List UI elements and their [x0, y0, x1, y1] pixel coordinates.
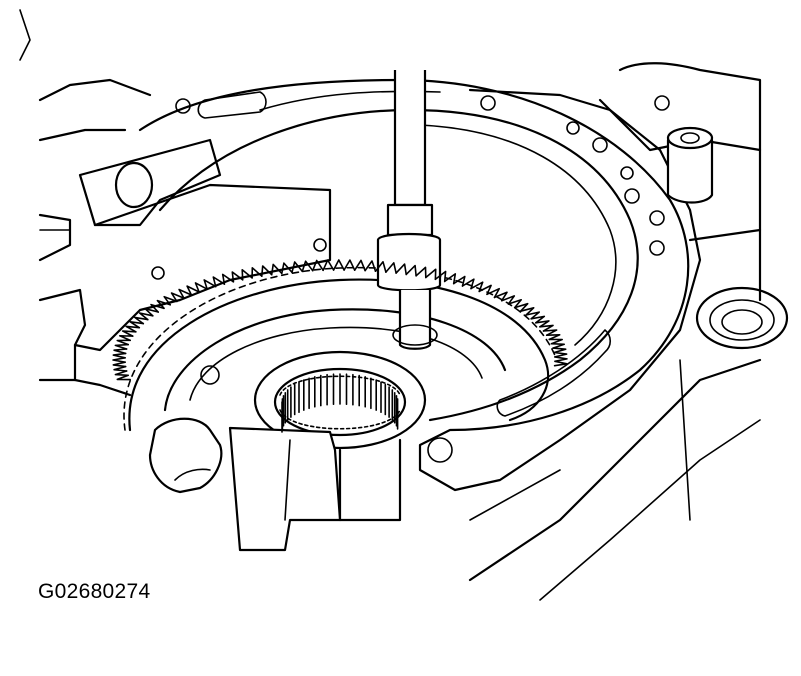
- gear-tooth: [241, 269, 253, 281]
- housing-left: [19, 9, 152, 397]
- gear-tooth: [550, 342, 565, 349]
- gear-tooth: [114, 370, 129, 377]
- gear-tooth: [552, 347, 567, 354]
- gear-tooth: [353, 259, 366, 272]
- gear-tooth: [553, 360, 568, 367]
- gear-tooth: [553, 351, 568, 358]
- gear-tooth: [332, 259, 345, 271]
- gear-tooth: [251, 267, 263, 279]
- gear-tooth: [212, 276, 226, 288]
- gear-tooth: [178, 288, 193, 299]
- gear-tooth: [452, 275, 466, 287]
- gear-tooth: [542, 329, 558, 336]
- gear-tooth: [545, 334, 561, 341]
- gear-tooth: [461, 278, 475, 290]
- gear-tooth: [163, 295, 178, 306]
- gear-tooth: [343, 259, 356, 271]
- gear-tooth: [405, 264, 417, 277]
- gear-tooth: [291, 261, 304, 274]
- gear-tooth: [486, 287, 500, 299]
- gear-tooth: [113, 348, 128, 355]
- hand: [148, 417, 342, 552]
- gear-tooth: [203, 279, 217, 290]
- gear-tooth: [125, 325, 141, 333]
- gear-tooth: [385, 262, 397, 274]
- drift-tool: [376, 70, 442, 350]
- gear-tooth: [513, 302, 529, 312]
- gear-tooth: [221, 273, 235, 285]
- gear-tooth: [425, 268, 437, 281]
- gear-tooth: [554, 356, 568, 363]
- gear-tooth: [150, 303, 165, 313]
- gear-tooth: [500, 295, 516, 305]
- gear-tooth: [525, 311, 540, 320]
- gear-tooth: [395, 263, 407, 276]
- gear-tooth: [470, 281, 484, 293]
- housing-right: [468, 62, 762, 601]
- gear-tooth: [535, 320, 550, 328]
- gear-tooth: [301, 260, 314, 273]
- gear-tooth: [261, 265, 273, 277]
- gear-tooth: [144, 307, 159, 317]
- gear-tooth: [119, 335, 134, 342]
- gear-tooth: [281, 262, 293, 275]
- gear-tooth: [548, 338, 563, 345]
- gear-tooth: [364, 260, 377, 272]
- gear-tooth: [156, 299, 171, 310]
- gear-tooth: [443, 273, 457, 285]
- gear-tooth: [519, 307, 535, 316]
- gear-tooth: [507, 299, 522, 309]
- gear-tooth: [322, 259, 335, 272]
- gear-tooth: [415, 266, 427, 279]
- gear-tooth: [194, 282, 208, 293]
- gear-tooth: [530, 315, 546, 324]
- gear-tooth: [186, 285, 200, 296]
- gear-tooth: [138, 312, 154, 321]
- gear-tooth: [539, 324, 554, 332]
- gear-tooth: [434, 270, 447, 283]
- gear-tooth: [478, 284, 492, 296]
- gear-tooth: [133, 316, 149, 325]
- gear-tooth: [374, 261, 387, 273]
- gear-tooth: [129, 321, 145, 329]
- gear-tooth: [112, 352, 127, 359]
- bore-opening: [695, 286, 789, 350]
- gear-tooth: [493, 291, 508, 302]
- gear-tooth: [116, 339, 131, 346]
- gear-tooth: [270, 263, 283, 276]
- gear-teeth: [112, 259, 568, 433]
- gear-tooth: [113, 365, 128, 372]
- figure-id-label: G02680274: [38, 580, 151, 603]
- gear-tooth: [114, 343, 129, 350]
- gear-tooth: [311, 259, 324, 272]
- gear-tooth: [116, 374, 131, 381]
- gear-tooth: [112, 357, 126, 363]
- dowel-pin: [654, 95, 714, 204]
- gear-tooth: [121, 330, 137, 337]
- gear-tooth: [112, 361, 127, 368]
- gear-tooth: [170, 292, 185, 303]
- gear-tooth: [231, 271, 244, 283]
